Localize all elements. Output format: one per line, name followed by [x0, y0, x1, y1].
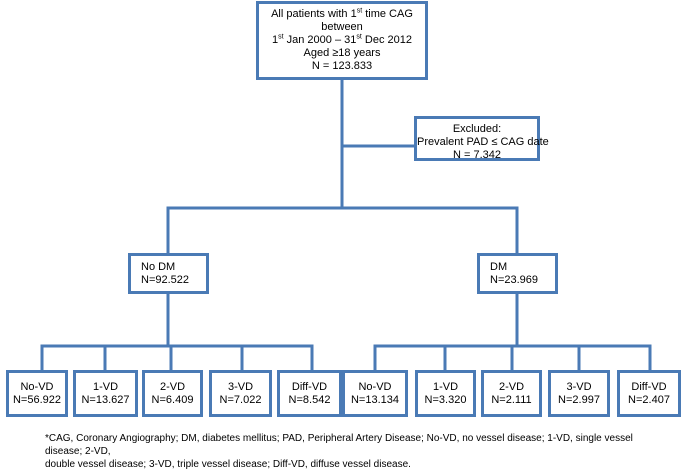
all-patients-age: Aged ≥18 years: [303, 47, 381, 59]
connector-lines: [40, 76, 652, 374]
abbreviations-footnote: *CAG, Coronary Angiography; DM, diabetes…: [45, 432, 645, 471]
group-count: N=92.522: [141, 274, 190, 286]
leaf-count: N=2.111: [491, 394, 532, 406]
leaf-label: 2-VD: [498, 381, 525, 393]
dm-box: DM N=23.969: [477, 253, 558, 294]
leaf-label: 3-VD: [566, 381, 592, 393]
leaf-label: 2-VD: [159, 381, 186, 393]
leaf-box-no-dm-1-vd: 1-VD N=13.627: [73, 370, 138, 417]
leaf-count: N=13.627: [81, 394, 130, 406]
leaf-label: Diff-VD: [291, 381, 328, 393]
leaf-box-dm-2-vd: 2-VD N=2.111: [481, 370, 542, 417]
leaf-label: 1-VD: [92, 381, 119, 393]
leaf-count: N=6.409: [151, 394, 194, 406]
leaf-count: N=7.022: [219, 394, 262, 406]
leaf-box-dm-diff-vd: Diff-VD N=2.407: [617, 370, 681, 417]
footnote-line2: double vessel disease; 3-VD, triple vess…: [45, 459, 411, 470]
excluded-box: Excluded: Prevalent PAD ≤ CAG date N = 7…: [414, 116, 549, 161]
excluded-criterion: Prevalent PAD ≤ CAG date: [417, 136, 549, 148]
leaf-box-dm-1-vd: 1-VD N=3.320: [415, 370, 476, 417]
leaf-box-no-dm-no-vd: No-VD N=56.922: [6, 370, 68, 417]
all-patients-period: 1st Jan 2000 – 31st Dec 2012: [272, 33, 412, 46]
leaf-label: 3-VD: [227, 381, 254, 393]
leaf-count: N=2.407: [628, 394, 670, 406]
leaf-count: N=13.134: [350, 394, 399, 406]
leaf-count: N=3.320: [424, 394, 467, 406]
excluded-title: Excluded:: [452, 123, 502, 135]
leaf-label: No-VD: [358, 381, 392, 393]
all-patients-box: All patients with 1st time CAG between 1…: [256, 1, 428, 80]
leaf-box-no-dm-2-vd: 2-VD N=6.409: [142, 370, 203, 417]
all-patients-line2: between: [321, 21, 363, 33]
leaf-label: 1-VD: [432, 381, 459, 393]
leaf-box-dm-no-vd: No-VD N=13.134: [342, 370, 408, 417]
group-label: DM: [490, 261, 508, 273]
group-label: No DM: [141, 261, 176, 273]
all-patients-count: N = 123.833: [311, 60, 373, 72]
footnote-line1: *CAG, Coronary Angiography; DM, diabetes…: [45, 433, 633, 457]
excluded-count: N = 7.342: [452, 149, 501, 161]
leaf-count: N=2.997: [558, 394, 600, 406]
leaf-box-no-dm-diff-vd: Diff-VD N=8.542: [277, 370, 342, 417]
group-count: N=23.969: [490, 274, 539, 286]
leaf-box-dm-3-vd: 3-VD N=2.997: [548, 370, 610, 417]
all-patients-line1: All patients with 1st time CAG: [271, 7, 413, 20]
leaf-box-no-dm-3-vd: 3-VD N=7.022: [209, 370, 272, 417]
no-dm-box: No DM N=92.522: [128, 253, 209, 294]
leaf-count: N=8.542: [288, 394, 331, 406]
leaf-label: Diff-VD: [631, 381, 667, 393]
leaf-count: N=56.922: [12, 394, 61, 406]
leaf-label: No-VD: [20, 381, 54, 393]
